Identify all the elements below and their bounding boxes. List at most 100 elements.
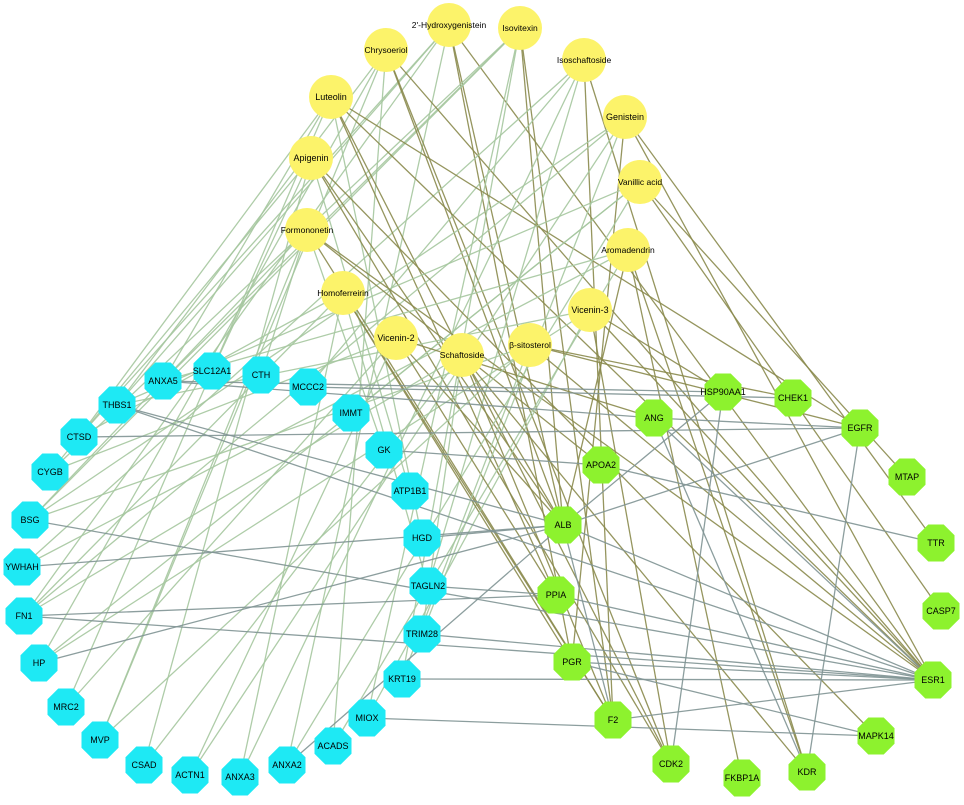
node-luteolin[interactable]: Luteolin	[309, 75, 353, 119]
node-label: Genistein	[606, 112, 644, 122]
node-ang[interactable]: ANG	[635, 399, 673, 437]
node-mvp[interactable]: MVP	[81, 721, 119, 759]
node-f2[interactable]: F2	[594, 701, 632, 739]
node-label: ANXA3	[225, 772, 255, 782]
edge-sitosterol-ESR1	[529, 344, 934, 681]
node-hydroxygenistein[interactable]: 2'-Hydroxygenistein	[412, 3, 487, 47]
node-apigenin[interactable]: Apigenin	[289, 136, 333, 180]
node-formononetin[interactable]: Formononetin	[281, 208, 334, 252]
target-node-shape	[391, 472, 429, 510]
node-label: HP	[33, 658, 46, 668]
node-label: MAPK14	[858, 731, 894, 741]
edge-vicenin2-CYGB	[49, 337, 397, 473]
node-sitosterol[interactable]: β-sitosterol	[508, 323, 552, 367]
node-gk[interactable]: GK	[365, 431, 403, 469]
target-node-shape	[537, 576, 575, 614]
edge-homoferreirin-ANXA3	[239, 292, 344, 778]
node-label: CASP7	[926, 606, 956, 616]
node-anxa2[interactable]: ANXA2	[268, 746, 306, 784]
node-acads[interactable]: ACADS	[314, 727, 352, 765]
node-label: ACTN1	[175, 770, 205, 780]
node-fn1[interactable]: FN1	[5, 597, 43, 635]
node-label: TTR	[927, 538, 945, 548]
node-casp7[interactable]: CASP7	[922, 592, 960, 630]
edge-aromadendrin-KDR	[627, 249, 808, 773]
node-ctsd[interactable]: CTSD	[60, 418, 98, 456]
edge-hydroxygenistein-CTSD	[78, 24, 450, 438]
node-cth[interactable]: CTH	[242, 356, 280, 394]
node-anxa5[interactable]: ANXA5	[144, 362, 182, 400]
node-atp1b1[interactable]: ATP1B1	[391, 472, 429, 510]
edge-hydroxygenistein-THBS1	[116, 24, 450, 406]
node-ywhah[interactable]: YWHAH	[3, 548, 41, 586]
node-label: MVP	[90, 735, 110, 745]
node-ppia[interactable]: PPIA	[537, 576, 575, 614]
edge-hydroxygenistein-FN1	[23, 24, 450, 617]
node-label: CSAD	[131, 760, 157, 770]
target-node-shape	[917, 524, 955, 562]
node-chrysoeriol[interactable]: Chrysoeriol	[364, 28, 408, 72]
node-label: THBS1	[102, 400, 131, 410]
node-genistein[interactable]: Genistein	[603, 95, 647, 139]
node-label: ESR1	[921, 675, 945, 685]
node-hsp90aa1[interactable]: HSP90AA1	[700, 373, 746, 411]
edge-vicenin3-HP	[38, 309, 591, 664]
node-vicenin2[interactable]: Vicenin-2	[374, 316, 418, 360]
node-mapk14[interactable]: MAPK14	[857, 717, 895, 755]
node-label: MIOX	[355, 713, 378, 723]
node-label: ACADS	[317, 741, 348, 751]
node-csad[interactable]: CSAD	[125, 746, 163, 784]
node-tagln2[interactable]: TAGLN2	[409, 567, 447, 605]
target-node-shape	[888, 458, 926, 496]
node-cdk2[interactable]: CDK2	[652, 745, 690, 783]
node-actn1[interactable]: ACTN1	[171, 756, 209, 794]
node-anxa3[interactable]: ANXA3	[221, 758, 259, 796]
node-esr1[interactable]: ESR1	[914, 661, 952, 699]
node-egfr[interactable]: EGFR	[841, 409, 879, 447]
node-label: EGFR	[847, 423, 873, 433]
node-hp[interactable]: HP	[20, 644, 58, 682]
node-mrc2[interactable]: MRC2	[47, 688, 85, 726]
edge-ALB-F2	[562, 524, 614, 721]
edge-FN1-ESR1	[23, 615, 934, 681]
node-vanillic[interactable]: Vanillic acid	[618, 160, 663, 204]
node-alb[interactable]: ALB	[544, 506, 582, 544]
target-node-shape	[98, 386, 136, 424]
edge-luteolin-EGFR	[330, 96, 861, 429]
node-chek1[interactable]: CHEK1	[774, 379, 812, 417]
node-aromadendrin[interactable]: Aromadendrin	[601, 228, 655, 272]
node-immt[interactable]: IMMT	[332, 394, 370, 432]
node-ttr[interactable]: TTR	[917, 524, 955, 562]
compound-node-shape	[364, 28, 408, 72]
target-node-shape	[788, 753, 826, 791]
node-label: Isovitexin	[502, 23, 538, 33]
node-homoferreirin[interactable]: Homoferreirin	[317, 271, 369, 315]
edge-ALB-HSP90AA1	[562, 391, 724, 526]
edge-formononetin-ESR1	[306, 229, 934, 681]
node-miox[interactable]: MIOX	[348, 699, 386, 737]
node-vicenin3[interactable]: Vicenin-3	[568, 288, 612, 332]
node-krt19[interactable]: KRT19	[383, 660, 421, 698]
node-schaftoside[interactable]: Schaftoside	[440, 333, 485, 377]
node-apoa2[interactable]: APOA2	[582, 446, 620, 484]
node-cygb[interactable]: CYGB	[31, 453, 69, 491]
node-hgd[interactable]: HGD	[403, 519, 441, 557]
node-mccc2[interactable]: MCCC2	[289, 368, 327, 406]
node-bsg[interactable]: BSG	[11, 501, 49, 539]
edge-HSP90AA1-CDK2	[670, 391, 724, 765]
node-slc12a1[interactable]: SLC12A1	[193, 352, 232, 390]
node-label: 2'-Hydroxygenistein	[412, 20, 487, 30]
node-pgr[interactable]: PGR	[553, 643, 591, 681]
edge-vicenin2-PPIA	[395, 337, 557, 596]
node-mtap[interactable]: MTAP	[888, 458, 926, 496]
node-trim28[interactable]: TRIM28	[403, 615, 441, 653]
node-isovitexin[interactable]: Isovitexin	[498, 6, 542, 50]
node-isoschaftoside[interactable]: Isoschaftoside	[557, 38, 612, 82]
edge-ANG-ESR1	[653, 417, 934, 681]
node-kdr[interactable]: KDR	[788, 753, 826, 791]
edge-schaftoside-CSAD	[143, 354, 463, 766]
compound-node-shape	[508, 323, 552, 367]
node-thbs1[interactable]: THBS1	[98, 386, 136, 424]
compound-node-shape	[321, 271, 365, 315]
node-fkbp1a[interactable]: FKBP1A	[723, 759, 761, 797]
